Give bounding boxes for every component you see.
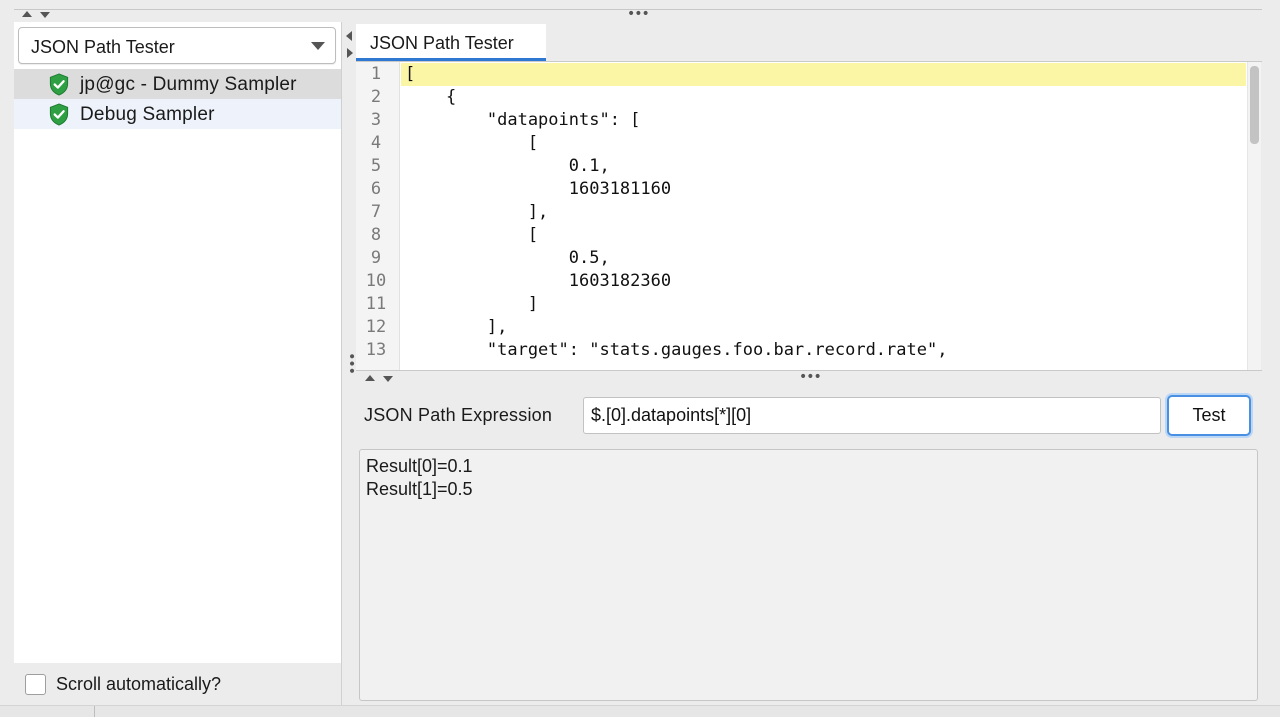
drag-handle-icon[interactable]: •••: [627, 6, 650, 22]
line-number: 1: [370, 64, 382, 84]
drag-handle-icon[interactable]: •••: [342, 352, 359, 374]
sampler-tree-panel: JSON Path Tester jp@gc - Dummy Sampler D…: [14, 22, 341, 705]
json-path-expression-input[interactable]: [583, 397, 1161, 434]
current-line-highlight: [401, 63, 1246, 86]
code-line: [: [405, 64, 416, 84]
scrollbar-thumb[interactable]: [1250, 66, 1259, 144]
scroll-automatically-checkbox[interactable]: [25, 674, 46, 695]
shield-check-icon: [49, 73, 69, 96]
tree-item-label: jp@gc - Dummy Sampler: [80, 74, 297, 95]
collapse-up-icon[interactable]: [22, 11, 32, 17]
result-line: Result[1]=0.5: [366, 479, 473, 499]
top-splitter[interactable]: •••: [0, 0, 1280, 22]
code-line: "target": "stats.gauges.foo.bar.record.r…: [405, 340, 948, 360]
line-number: 3: [370, 110, 382, 130]
line-number: 12: [365, 317, 387, 337]
line-number: 13: [365, 340, 387, 360]
response-editor[interactable]: 1 2 3 4 5 6 7 8 9 10 11 12 13 [ { "datap…: [356, 62, 1261, 370]
shield-check-icon: [49, 103, 69, 126]
code-line: ],: [405, 202, 549, 222]
drag-handle-icon[interactable]: •••: [799, 369, 822, 385]
visualizer-select[interactable]: JSON Path Tester: [18, 27, 336, 64]
result-line: Result[0]=0.1: [366, 456, 473, 476]
code-line: [: [405, 225, 539, 245]
line-number: 7: [370, 202, 382, 222]
collapse-left-icon[interactable]: [346, 31, 352, 41]
top-splitter-line: [14, 9, 1262, 10]
chevron-down-icon: [311, 42, 325, 50]
line-number: 10: [365, 271, 387, 291]
json-path-expression-label: JSON Path Expression: [364, 405, 553, 425]
result-output[interactable]: Result[0]=0.1 Result[1]=0.5: [359, 449, 1258, 701]
code-line: ]: [405, 294, 539, 314]
line-number: 8: [370, 225, 382, 245]
code-line: 0.5,: [405, 248, 610, 268]
left-footer: Scroll automatically?: [14, 663, 341, 705]
code-line: "datapoints": [: [405, 110, 641, 130]
line-number: 2: [370, 87, 382, 107]
code-line: {: [405, 87, 457, 107]
scroll-automatically-label: Scroll automatically?: [56, 674, 222, 694]
line-number: 11: [365, 294, 387, 314]
code-line: 1603181160: [405, 179, 672, 199]
code-line: [: [405, 133, 539, 153]
line-number: 5: [370, 156, 382, 176]
expand-down-icon[interactable]: [383, 376, 393, 382]
editor-result-splitter[interactable]: •••: [356, 370, 1262, 384]
tab-strip-divider: [356, 61, 1262, 62]
tree-item-debug-sampler[interactable]: Debug Sampler: [14, 99, 341, 129]
editor-vertical-scrollbar[interactable]: [1247, 62, 1261, 370]
line-number: 6: [370, 179, 382, 199]
line-number: 4: [370, 133, 382, 153]
vertical-splitter[interactable]: •••: [341, 22, 359, 705]
expand-right-icon[interactable]: [347, 48, 353, 58]
visualizer-select-value: JSON Path Tester: [31, 37, 175, 57]
tree-item-label: Debug Sampler: [80, 104, 215, 125]
expand-down-icon[interactable]: [40, 12, 50, 18]
tab-label: JSON Path Tester: [370, 33, 514, 53]
tree-item-dummy-sampler[interactable]: jp@gc - Dummy Sampler: [14, 69, 341, 99]
line-number-gutter: [356, 62, 400, 370]
code-line: ],: [405, 317, 508, 337]
tab-json-path-tester[interactable]: JSON Path Tester: [356, 24, 546, 62]
code-line: 1603182360: [405, 271, 672, 291]
collapse-up-icon[interactable]: [365, 375, 375, 381]
line-number: 9: [370, 248, 382, 268]
window-bottom-edge: [0, 705, 1280, 717]
code-line: 0.1,: [405, 156, 610, 176]
bottom-edge-divider: [94, 706, 95, 717]
test-button[interactable]: Test: [1167, 395, 1251, 436]
